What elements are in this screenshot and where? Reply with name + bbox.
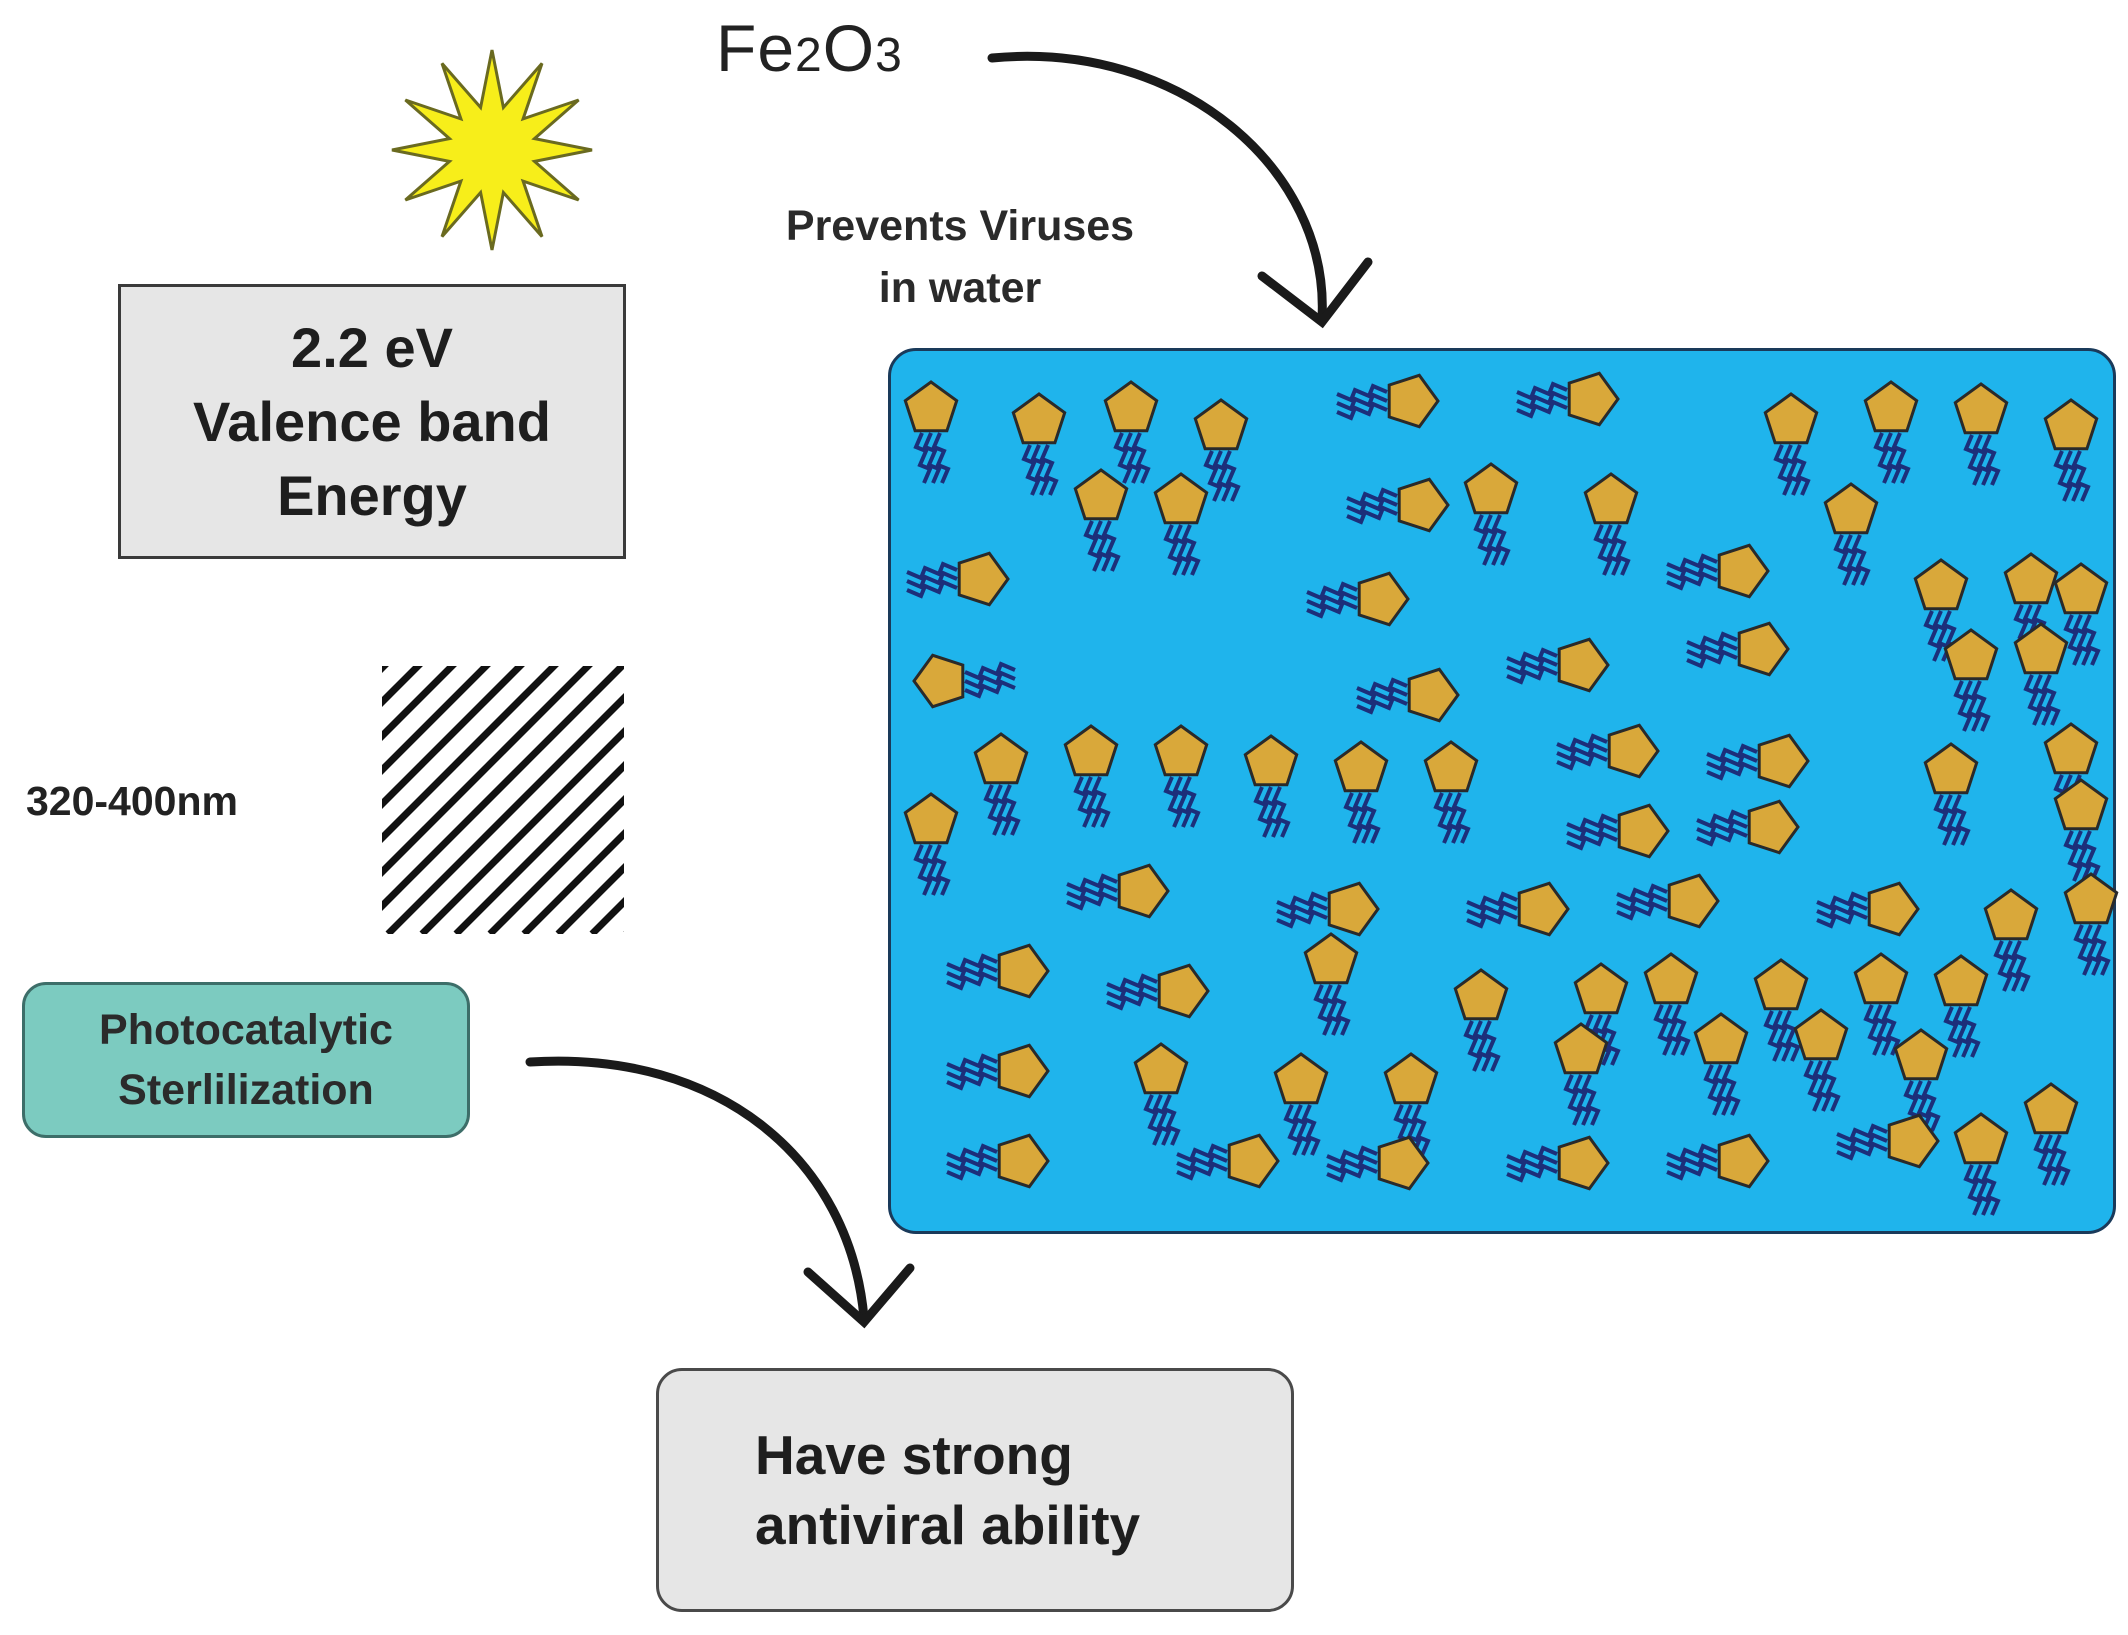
virus-icon xyxy=(1556,723,1660,779)
virus-icon xyxy=(2063,872,2119,976)
arrow-photocatalytic-to-ability xyxy=(525,1056,915,1329)
virus-icon xyxy=(1893,1028,1949,1132)
formula-label: Fe2O3 xyxy=(716,11,903,85)
virus-field xyxy=(903,371,2119,1216)
virus-icon xyxy=(1923,742,1979,846)
virus-icon xyxy=(1763,392,1819,496)
wavelength-label: 320-400nm xyxy=(26,778,238,824)
energy-label-line-2: Valence band xyxy=(193,389,551,453)
virus-icon xyxy=(1943,628,1999,732)
virus-icon xyxy=(1423,740,1479,844)
virus-icon xyxy=(1616,873,1720,929)
virus-icon xyxy=(1153,724,1209,828)
antiviral-ability-box: Have strong antiviral ability xyxy=(656,1368,1294,1612)
arrow-formula-to-water xyxy=(987,52,1373,329)
virus-icon xyxy=(1326,1135,1430,1191)
virus-icon xyxy=(1823,482,1879,586)
virus-icon xyxy=(1836,1113,1940,1169)
virus-icon xyxy=(1103,380,1159,484)
virus-icon xyxy=(1566,803,1670,859)
photocatalytic-sterilization-box: Photocatalytic Sterlilization xyxy=(22,982,470,1138)
ability-line-1: Have strong xyxy=(755,1424,1073,1486)
virus-icon xyxy=(2023,1082,2079,1186)
sun-icon xyxy=(391,49,593,251)
virus-icon xyxy=(1666,543,1770,599)
virus-icon xyxy=(1553,1022,1609,1126)
valence-band-energy-box: 2.2 eV Valence band Energy xyxy=(118,284,626,559)
photocatalytic-line-2: Sterlilization xyxy=(118,1066,374,1114)
virus-icon xyxy=(1066,863,1170,919)
virus-icon xyxy=(903,380,959,484)
virus-icon xyxy=(1106,963,1210,1019)
virus-icon xyxy=(2053,562,2109,666)
virus-icon xyxy=(906,551,1010,607)
virus-icon xyxy=(2043,398,2099,502)
virus-icon xyxy=(1933,954,1989,1058)
virus-icon xyxy=(1073,468,1129,572)
virus-icon xyxy=(1336,373,1440,429)
virus-icon xyxy=(1686,621,1790,677)
virus-icon xyxy=(946,1133,1050,1189)
virus-icon xyxy=(1346,477,1450,533)
virus-icon xyxy=(1243,734,1299,838)
virus-icon xyxy=(1516,371,1620,427)
virus-icon xyxy=(1333,740,1389,844)
virus-icon xyxy=(1706,733,1810,789)
ability-line-2: antiviral ability xyxy=(755,1494,1141,1556)
virus-icon xyxy=(903,792,959,896)
prevents-viruses-label: Prevents Viruses in water xyxy=(730,195,1190,319)
virus-icon xyxy=(1011,392,1067,496)
virus-icon xyxy=(1863,380,1919,484)
virus-icon xyxy=(1693,1012,1749,1116)
virus-icon xyxy=(1696,799,1800,855)
energy-label-line-3: Energy xyxy=(277,463,467,527)
virus-icon xyxy=(1356,667,1460,723)
virus-icon xyxy=(1153,472,1209,576)
virus-icon xyxy=(1953,382,2009,486)
virus-icon xyxy=(1193,398,1249,502)
virus-icon xyxy=(2013,622,2069,726)
energy-value: 2.2 eV xyxy=(291,315,453,379)
uv-light-hatch-icon xyxy=(382,666,624,934)
virus-icon xyxy=(1506,637,1610,693)
virus-icon xyxy=(1506,1135,1610,1191)
virus-icon xyxy=(1453,968,1509,1072)
virus-icon xyxy=(1466,881,1570,937)
virus-icon xyxy=(1383,1052,1439,1156)
virus-icon xyxy=(973,732,1029,836)
virus-icon xyxy=(1303,932,1359,1036)
virus-icon xyxy=(912,653,1016,709)
virus-icon xyxy=(1463,462,1519,566)
virus-icon xyxy=(1276,881,1380,937)
prevents-line-1: Prevents Viruses xyxy=(785,202,1135,250)
virus-icon xyxy=(1753,958,1809,1062)
photocatalytic-line-1: Photocatalytic xyxy=(99,1006,393,1054)
virus-icon xyxy=(1793,1008,1849,1112)
virus-icon xyxy=(946,1043,1050,1099)
virus-icon xyxy=(1306,571,1410,627)
virus-icon xyxy=(1953,1112,2009,1216)
virus-icon xyxy=(1816,881,1920,937)
virus-icon xyxy=(946,943,1050,999)
virus-icon xyxy=(1853,952,1909,1056)
virus-icon xyxy=(1133,1042,1189,1146)
virus-icon xyxy=(1583,472,1639,576)
water-panel xyxy=(888,348,2119,1234)
virus-icon xyxy=(1063,724,1119,828)
virus-icon xyxy=(1983,888,2039,992)
virus-icon xyxy=(1666,1133,1770,1189)
virus-icon xyxy=(1273,1052,1329,1156)
virus-icon xyxy=(1643,952,1699,1056)
prevents-line-2: in water xyxy=(878,264,1042,312)
virus-icon xyxy=(1176,1133,1280,1189)
virus-icon xyxy=(2053,778,2109,882)
